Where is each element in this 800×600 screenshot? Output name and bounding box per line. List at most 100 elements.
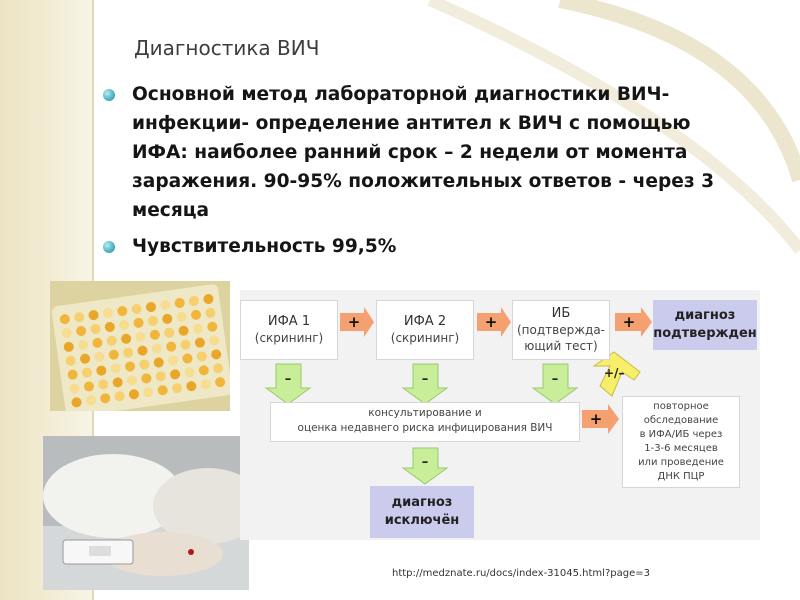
confirmed-line2: подтвержден xyxy=(653,326,757,341)
elisa-plate-image xyxy=(50,281,230,411)
plate-well xyxy=(123,347,134,358)
plus-label: + xyxy=(585,410,607,428)
excluded-box: диагноз исключён xyxy=(370,486,474,538)
plate-well xyxy=(149,329,160,340)
rapid-test-image xyxy=(43,436,249,590)
minus-label: – xyxy=(421,372,429,387)
ifa1-sub: (скрининг) xyxy=(254,331,324,345)
minus-arrow-1 xyxy=(264,363,312,405)
plate-well xyxy=(59,314,70,325)
plate-well xyxy=(94,351,105,362)
plate-well xyxy=(170,369,181,380)
plate-well xyxy=(133,317,144,328)
plate-well xyxy=(108,349,119,360)
plate-well xyxy=(135,331,146,342)
plate-well xyxy=(213,363,224,374)
ifa2-title: ИФА 2 xyxy=(403,314,447,329)
plate-well xyxy=(151,343,162,354)
plate-well xyxy=(110,363,121,374)
plate-well xyxy=(83,381,94,392)
plate-well xyxy=(147,315,158,326)
source-url: http://medznate.ru/docs/index-31045.html… xyxy=(392,568,650,579)
plate-well xyxy=(88,310,99,321)
plate-well xyxy=(74,312,85,323)
plate-well xyxy=(207,321,218,332)
ib-sub2: ющий тест) xyxy=(524,339,598,353)
plusminus-arrow xyxy=(592,351,641,397)
ifa1-box: ИФА 1 (скрининг) xyxy=(240,300,338,360)
plate-well xyxy=(65,355,76,366)
rapid-test-photo xyxy=(43,436,249,590)
repeat-line1: повторное xyxy=(653,401,709,412)
plate-well xyxy=(90,323,101,334)
plate-well xyxy=(178,325,189,336)
plate-well xyxy=(119,319,130,330)
plate-well xyxy=(168,355,179,366)
minus-label: – xyxy=(421,455,429,470)
plate-well xyxy=(131,304,142,315)
minus-arrow-3 xyxy=(531,363,579,405)
bullet-dot-icon xyxy=(103,89,115,101)
plate-well xyxy=(127,375,138,386)
plate-well xyxy=(189,295,200,306)
minus-arrow-2 xyxy=(401,363,449,405)
plusminus-label: +/– xyxy=(604,366,625,380)
plate-well xyxy=(125,361,136,372)
plate-well xyxy=(184,367,195,378)
plate-well xyxy=(104,321,115,332)
plate-well xyxy=(71,397,82,408)
plate-well xyxy=(162,313,173,324)
plate-well xyxy=(209,335,220,346)
repeat-line4: 1-3-6 месяцев xyxy=(644,443,718,454)
ib-box: ИБ (подтвержда- ющий тест) xyxy=(512,300,610,360)
plate-well xyxy=(194,337,205,348)
plate-well xyxy=(98,379,109,390)
plate-well xyxy=(192,323,203,334)
plate-well xyxy=(67,369,78,380)
plate-well xyxy=(205,307,216,318)
decorative-arcs xyxy=(427,0,800,254)
plate-well xyxy=(76,325,87,336)
ifa2-box: ИФА 2 (скрининг) xyxy=(376,300,474,360)
slide-title: Диагностика ВИЧ xyxy=(134,36,320,60)
plate-well xyxy=(164,327,175,338)
plate-well xyxy=(211,349,222,360)
plate-well xyxy=(117,306,128,317)
minus-label: – xyxy=(284,372,292,387)
plate-well xyxy=(81,367,92,378)
consult-box: консультирование и оценка недавнего риск… xyxy=(270,402,580,442)
plate-well xyxy=(100,393,111,404)
plate-well xyxy=(191,309,202,320)
plate-well xyxy=(114,391,125,402)
repeat-line3: в ИФА/ИБ через xyxy=(639,429,723,440)
ib-sub1: (подтвержда- xyxy=(516,323,606,337)
plate-well xyxy=(198,365,209,376)
plate-well xyxy=(63,341,74,352)
plate-well xyxy=(203,293,214,304)
repeat-box: повторное обследование в ИФА/ИБ через 1-… xyxy=(622,396,740,488)
plate-well xyxy=(157,385,168,396)
plate-well xyxy=(174,298,185,309)
plate-well xyxy=(139,359,150,370)
repeat-line6: ДНК ПЦР xyxy=(657,471,705,482)
bullet-main-method: Основной метод лабораторной диагностики … xyxy=(132,84,715,221)
plate-well xyxy=(106,335,117,346)
plus-label: + xyxy=(343,313,365,331)
ifa1-title: ИФА 1 xyxy=(267,314,311,329)
elisa-plate-photo xyxy=(50,281,230,411)
plate-well xyxy=(182,353,193,364)
plate-well xyxy=(143,387,154,398)
excluded-line1: диагноз xyxy=(391,495,453,510)
minus-label: – xyxy=(551,372,559,387)
consult-line2: оценка недавнего риска инфицирования ВИЧ xyxy=(297,422,553,434)
repeat-line2: обследование xyxy=(643,415,719,426)
plate-well xyxy=(128,389,139,400)
confirmed-line1: диагноз xyxy=(674,308,736,323)
confirmed-box: диагноз подтвержден xyxy=(653,300,757,350)
plate-well xyxy=(153,357,164,368)
ifa2-sub: (скрининг) xyxy=(390,331,460,345)
plate-well xyxy=(155,371,166,382)
ib-title: ИБ xyxy=(551,306,571,321)
plate-well xyxy=(200,379,211,390)
plate-well xyxy=(61,328,72,339)
